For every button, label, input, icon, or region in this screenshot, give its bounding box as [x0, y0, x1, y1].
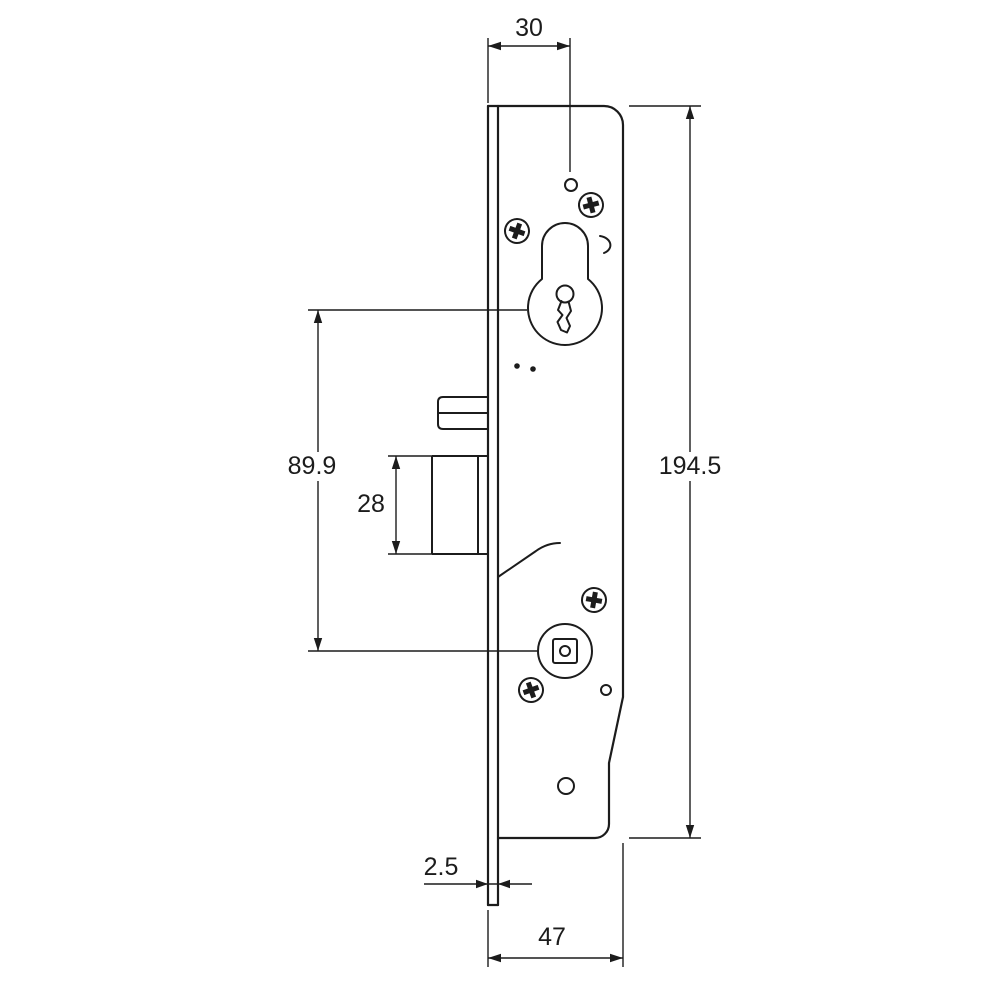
- lock-case: [486, 104, 625, 907]
- dimension-value-backset: 30: [515, 14, 543, 42]
- phillips-screw-mid-right: [581, 587, 607, 613]
- phillips-screw-bottom-left: [518, 677, 544, 703]
- keyhole-slot: [556, 300, 572, 334]
- dimension-bolt-case-height: 28: [357, 455, 431, 555]
- case-outline: [486, 104, 625, 840]
- phillips-screw-top-right: [578, 192, 604, 218]
- dimension-case-depth: 47: [487, 843, 624, 967]
- dimension-overall-height: 194.5: [629, 105, 722, 839]
- phillips-cross-icon: [508, 222, 526, 240]
- arrowhead-right: [498, 879, 510, 889]
- phillips-screw-top-left: [504, 218, 530, 244]
- dimension-backset: 30: [487, 14, 571, 172]
- arrowhead-left: [476, 879, 488, 889]
- phillips-cross-icon: [585, 591, 603, 609]
- arrowhead-top: [685, 106, 695, 119]
- arrowhead-left: [488, 953, 501, 963]
- dimension-value-bolt-case-height: 28: [357, 490, 385, 518]
- dimension-faceplate-thickness: 2.5: [424, 853, 532, 889]
- cylinder-profile: [527, 222, 603, 346]
- phillips-cross-icon: [522, 681, 540, 699]
- cylinder-clip: [599, 235, 612, 254]
- hole-top: [564, 178, 578, 192]
- internal-plate-edge: [497, 542, 561, 578]
- arrowhead-bottom: [685, 825, 695, 838]
- keyhole-circle: [555, 284, 575, 304]
- hole-mid-right: [600, 684, 612, 696]
- arrowhead-right: [610, 953, 623, 963]
- screw-head: [581, 587, 607, 613]
- latch-bolt: [437, 396, 489, 430]
- pin-dot-left: [514, 363, 520, 369]
- dimension-lock-centres: 89.9: [288, 309, 537, 652]
- dimension-value-overall-height: 194.5: [659, 452, 722, 480]
- dimension-value-lock-centres: 89.9: [288, 452, 337, 480]
- screw-head: [518, 677, 544, 703]
- follower-ring: [537, 623, 593, 679]
- bolt-case-outline: [431, 455, 489, 555]
- arrowhead-left: [488, 41, 501, 51]
- screw-head: [504, 218, 530, 244]
- phillips-cross-icon: [582, 196, 600, 214]
- follower-center-hole: [559, 645, 571, 657]
- bolt-case: [431, 455, 489, 555]
- pin-dot-right: [530, 366, 536, 372]
- arrowhead-bottom: [313, 638, 323, 651]
- hole-bottom: [557, 777, 575, 795]
- follower-square-hole: [552, 638, 578, 664]
- screw-head: [578, 192, 604, 218]
- dimension-value-faceplate-thickness: 2.5: [424, 853, 459, 881]
- arrowhead-top: [391, 456, 401, 469]
- arrowhead-right: [557, 41, 570, 51]
- spindle-follower: [537, 623, 593, 679]
- arrowhead-top: [313, 310, 323, 323]
- euro-cylinder: [527, 222, 612, 346]
- dimension-value-case-depth: 47: [538, 923, 566, 951]
- arrowhead-bottom: [391, 541, 401, 554]
